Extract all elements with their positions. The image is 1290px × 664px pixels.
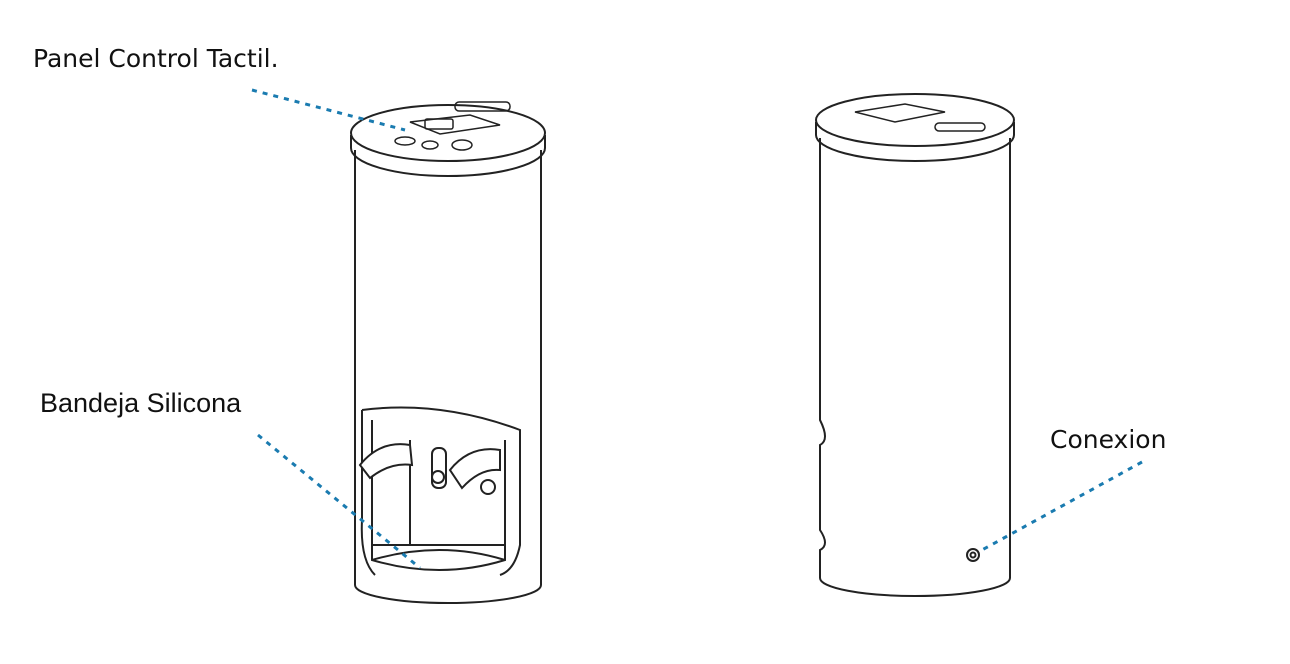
panel-leader-line	[251, 88, 406, 132]
connection-leader-line	[981, 460, 1143, 552]
right-body	[819, 138, 1011, 597]
left-body	[354, 150, 542, 604]
tray-leader-line	[257, 433, 421, 570]
tray-floor	[371, 549, 506, 561]
connection-port-icon	[966, 548, 980, 562]
touch-panel-icon	[394, 114, 501, 151]
front-view-device	[350, 101, 546, 604]
right-lid	[815, 93, 1015, 147]
back-view-device	[815, 93, 1015, 597]
logo-badge	[454, 101, 511, 112]
connection-label: Conexion	[1050, 425, 1167, 454]
panel-label: Panel Control Tactil.	[33, 44, 279, 73]
tray-label: Bandeja Silicona	[40, 388, 242, 418]
